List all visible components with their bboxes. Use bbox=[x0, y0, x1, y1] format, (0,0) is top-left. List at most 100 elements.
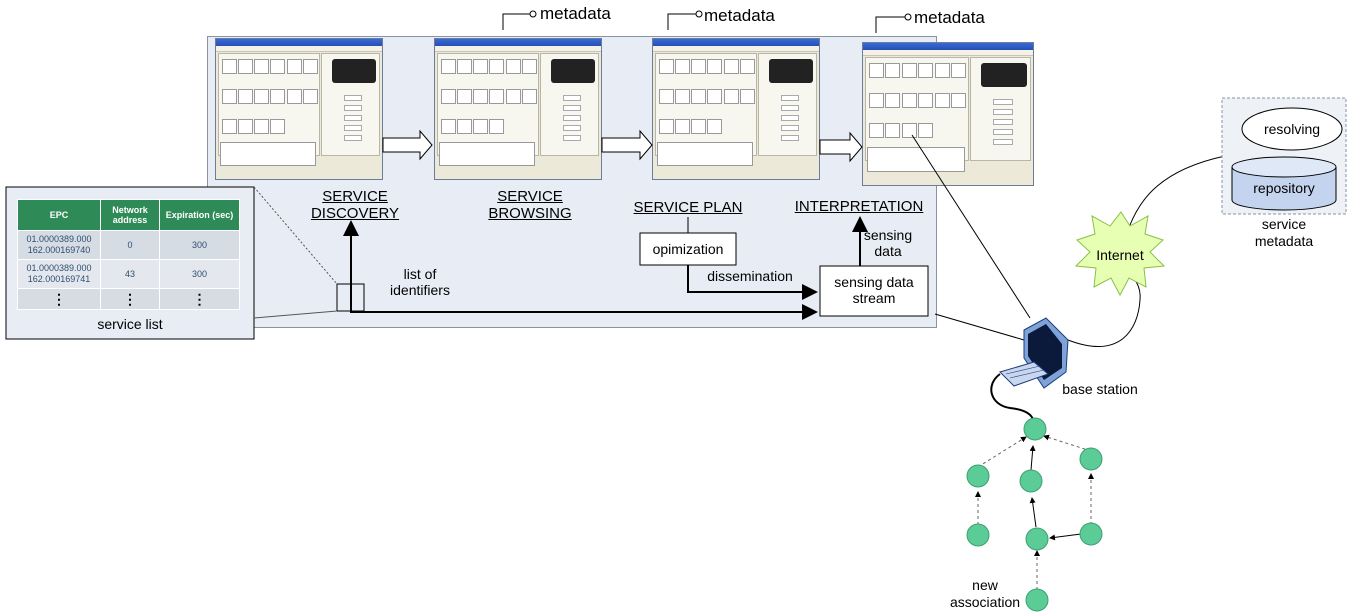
value-field bbox=[344, 125, 362, 131]
base-station-label: base station bbox=[1062, 381, 1138, 397]
sensing-data-label: sensing data bbox=[863, 227, 913, 259]
value-field bbox=[563, 115, 581, 121]
sensor-icon bbox=[659, 89, 674, 104]
screenshot-browsing bbox=[434, 38, 602, 180]
metadata-label-2: metadata bbox=[704, 6, 775, 25]
sensor-icon bbox=[489, 89, 505, 104]
sensor-icon bbox=[302, 59, 318, 74]
device-image bbox=[769, 59, 813, 83]
resolving-ellipse bbox=[1241, 107, 1343, 151]
sensor-icon bbox=[270, 59, 286, 74]
sensor-icon bbox=[869, 123, 884, 138]
screenshot-interpretation bbox=[862, 42, 1034, 186]
sensor-icon bbox=[270, 119, 286, 134]
data-graph bbox=[220, 142, 316, 166]
sensor-icon bbox=[723, 89, 739, 104]
sensor-icon bbox=[521, 59, 537, 74]
metadata-label-3: metadata bbox=[914, 8, 985, 27]
value-field bbox=[344, 135, 362, 141]
screenshot-plan bbox=[652, 38, 820, 180]
internet-label: Internet bbox=[1096, 247, 1144, 263]
sensor-icon bbox=[659, 119, 674, 134]
sensor-icon bbox=[869, 93, 884, 108]
sensor-icon bbox=[441, 59, 456, 74]
sensor-icon bbox=[707, 119, 723, 134]
sensor-icon bbox=[505, 59, 521, 74]
sensor-icon bbox=[885, 63, 901, 78]
sensor-icon bbox=[901, 63, 917, 78]
window-titlebar bbox=[863, 43, 1033, 50]
flow-arrow-3 bbox=[819, 131, 863, 163]
data-graph bbox=[867, 147, 965, 172]
service-list-table: EPC Network address Expiration (sec) 01.… bbox=[17, 199, 240, 310]
value-field bbox=[563, 125, 581, 131]
sensor-icon bbox=[691, 59, 707, 74]
sensor-icon bbox=[254, 119, 270, 134]
sensor-icon bbox=[675, 59, 691, 74]
sensing-stream-box bbox=[819, 265, 929, 317]
stage-discovery: SERVICE DISCOVERY bbox=[310, 188, 400, 222]
sensor-icon bbox=[675, 119, 691, 134]
internet-cloud bbox=[1074, 211, 1166, 297]
optimization-label: opimization bbox=[652, 241, 724, 257]
window-titlebar bbox=[653, 39, 819, 46]
device-image bbox=[551, 59, 595, 83]
sensor-icon bbox=[489, 119, 505, 134]
window-titlebar bbox=[216, 39, 382, 46]
sensor-icon bbox=[238, 119, 254, 134]
repository-label: repository bbox=[1253, 180, 1315, 196]
sensor-icon bbox=[707, 59, 723, 74]
window-menubar bbox=[863, 50, 1033, 56]
value-field bbox=[781, 125, 799, 131]
sensor-icon bbox=[441, 89, 456, 104]
value-field bbox=[781, 95, 799, 101]
sensor-icon bbox=[707, 89, 723, 104]
sensing-stream-label: sensing data stream bbox=[834, 274, 914, 306]
sensor-icon bbox=[286, 89, 302, 104]
sensor-icon bbox=[222, 119, 237, 134]
value-field bbox=[993, 129, 1013, 135]
sensor-icon bbox=[951, 93, 967, 108]
value-field bbox=[993, 119, 1013, 125]
new-association-label: new association bbox=[949, 577, 1021, 610]
sensor-icon bbox=[951, 63, 967, 78]
sensor-icon bbox=[441, 119, 456, 134]
sensor-icon bbox=[238, 89, 254, 104]
screenshot-discovery bbox=[215, 38, 383, 180]
flow-arrow-2 bbox=[601, 129, 653, 161]
service-metadata-label: service metadata bbox=[1254, 216, 1314, 249]
table-row: 01.0000389.000 162.000169741 43 300 bbox=[17, 259, 240, 289]
window-menubar bbox=[216, 46, 382, 52]
sensor-icon bbox=[254, 89, 270, 104]
sensor-icon bbox=[473, 59, 489, 74]
sensor-icon bbox=[918, 63, 934, 78]
repository-cylinder bbox=[1231, 156, 1337, 211]
sensor-icon bbox=[473, 119, 489, 134]
service-list-caption: service list bbox=[97, 316, 163, 332]
sensor-icon bbox=[723, 59, 739, 74]
sensor-icon bbox=[270, 89, 286, 104]
sensor-icon bbox=[222, 59, 237, 74]
value-field bbox=[563, 95, 581, 101]
identifier-selection-box bbox=[336, 283, 365, 312]
sensor-icon bbox=[489, 59, 505, 74]
sensor-icon bbox=[286, 59, 302, 74]
sensor-icon bbox=[659, 59, 674, 74]
sensor-icon bbox=[739, 59, 755, 74]
table-row: 01.0000389.000 162.000169740 0 300 bbox=[17, 230, 240, 260]
sensor-icon bbox=[885, 123, 901, 138]
sensor-icon bbox=[521, 89, 537, 104]
sensor-icon bbox=[901, 123, 917, 138]
stage-plan: SERVICE PLAN bbox=[633, 199, 743, 216]
window-menubar bbox=[653, 46, 819, 52]
col-network-address: Network address bbox=[100, 199, 160, 231]
value-field bbox=[993, 139, 1013, 145]
sensor-icon bbox=[222, 89, 237, 104]
value-field bbox=[563, 135, 581, 141]
value-field bbox=[344, 95, 362, 101]
sensor-icon bbox=[934, 63, 950, 78]
col-epc: EPC bbox=[17, 199, 101, 231]
resolving-label: resolving bbox=[1263, 121, 1321, 137]
sensor-icon bbox=[457, 119, 473, 134]
dissemination-label: dissemination bbox=[707, 268, 793, 284]
